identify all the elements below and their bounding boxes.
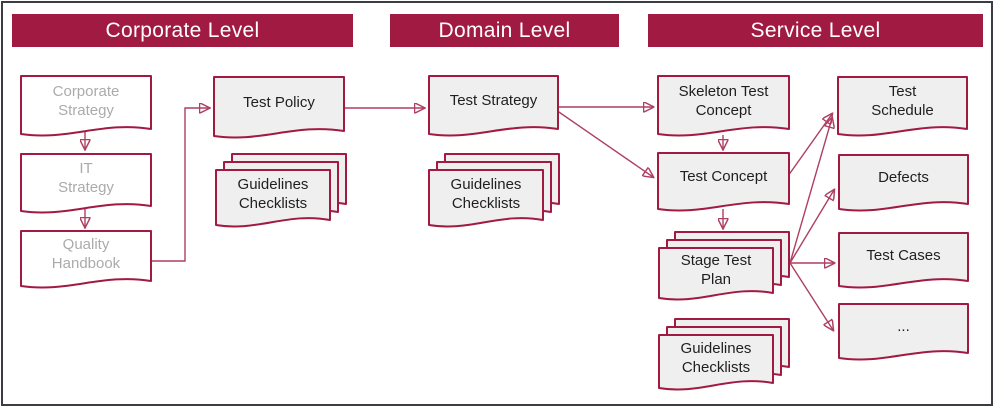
doc-quality-handbook: Quality Handbook bbox=[20, 230, 152, 290]
document-stack-shape bbox=[658, 318, 790, 391]
label-line: Handbook bbox=[51, 255, 121, 272]
doc-stack-guidelines-domain: Guidelines Checklists bbox=[428, 153, 560, 229]
header-domain-level-label: Domain Level bbox=[438, 18, 571, 42]
label-line: Checklists bbox=[238, 195, 308, 212]
connector-quality-handbook-to-test-policy bbox=[149, 108, 209, 262]
label-line: Quality bbox=[62, 236, 110, 253]
label-line: Test Cases bbox=[866, 246, 941, 264]
doc-stack-guidelines-service: Guidelines Checklists bbox=[658, 318, 790, 392]
doc-corporate-strategy-label: Corporate Strategy bbox=[20, 75, 152, 126]
doc-guidelines-service-label: Guidelines Checklists bbox=[658, 334, 774, 382]
doc-stack-guidelines-corporate: Guidelines Checklists bbox=[215, 153, 347, 229]
document-shape bbox=[838, 154, 969, 212]
doc-corporate-strategy: Corporate Strategy bbox=[20, 75, 152, 138]
label-line: ... bbox=[897, 318, 910, 335]
connector-stage-test-plan-to-ellipsis bbox=[789, 262, 833, 330]
label-line: Guidelines bbox=[237, 176, 309, 193]
doc-ellipsis: ... bbox=[838, 303, 969, 362]
doc-skeleton-test-concept: Skeleton Test Concept bbox=[657, 75, 790, 138]
document-stack-shape bbox=[215, 153, 347, 228]
label-line: IT bbox=[79, 160, 93, 177]
doc-test-strategy: Test Strategy bbox=[428, 75, 559, 138]
doc-skeleton-test-concept-label: Skeleton Test Concept bbox=[657, 75, 790, 126]
label-line: Test Concept bbox=[679, 168, 768, 185]
doc-test-cases: Test Cases bbox=[838, 232, 969, 290]
doc-it-strategy-label: IT Strategy bbox=[20, 153, 152, 203]
label-line: Test bbox=[888, 83, 917, 100]
doc-test-cases-label: Test Cases bbox=[838, 232, 969, 278]
header-service-level: Service Level bbox=[648, 14, 983, 47]
doc-it-strategy: IT Strategy bbox=[20, 153, 152, 215]
doc-stack-stage-test-plan: Stage Test Plan bbox=[658, 231, 790, 302]
label-line: Guidelines bbox=[680, 340, 752, 357]
document-shape bbox=[20, 230, 152, 289]
document-shape bbox=[657, 75, 790, 137]
label-line: Checklists bbox=[451, 195, 521, 212]
doc-test-strategy-label: Test Strategy bbox=[428, 75, 559, 126]
document-shape bbox=[20, 75, 152, 137]
doc-defects: Defects bbox=[838, 154, 969, 213]
header-domain-level: Domain Level bbox=[390, 14, 619, 47]
header-service-level-label: Service Level bbox=[750, 18, 881, 42]
doc-test-concept-label: Test Concept bbox=[657, 152, 790, 201]
document-shape bbox=[213, 76, 345, 139]
connector-stage-test-plan-to-defects bbox=[789, 190, 834, 264]
label-line: Test Strategy bbox=[449, 92, 538, 109]
document-shape bbox=[657, 152, 790, 212]
label-line: Test Policy bbox=[243, 93, 315, 111]
label-line: Strategy bbox=[58, 179, 114, 196]
doc-stage-test-plan-label: Stage Test Plan bbox=[658, 247, 774, 292]
connector-test-strategy-to-test-concept bbox=[555, 109, 653, 177]
connector-test-concept-to-test-schedule bbox=[787, 114, 832, 177]
label-line: Schedule bbox=[871, 102, 934, 119]
header-corporate-level: Corporate Level bbox=[12, 14, 353, 47]
label-line: Guidelines bbox=[450, 176, 522, 193]
document-shape bbox=[20, 153, 152, 214]
document-stack-shape bbox=[428, 153, 560, 228]
document-shape bbox=[428, 75, 559, 137]
header-corporate-level-label: Corporate Level bbox=[105, 18, 260, 42]
label-line: Stage Test bbox=[680, 251, 752, 269]
document-shape bbox=[838, 232, 969, 289]
doc-quality-handbook-label: Quality Handbook bbox=[20, 230, 152, 278]
document-shape bbox=[837, 76, 968, 137]
doc-guidelines-domain-label: Guidelines Checklists bbox=[428, 169, 544, 219]
connector-stage-test-plan-to-test-schedule bbox=[789, 118, 832, 264]
label-line: Defects bbox=[878, 169, 929, 186]
document-shape bbox=[838, 303, 969, 361]
doc-test-schedule-label: Test Schedule bbox=[837, 76, 968, 126]
label-line: Concept bbox=[695, 101, 752, 119]
doc-ellipsis-label: ... bbox=[838, 303, 969, 350]
label-line: Checklists bbox=[681, 359, 751, 376]
doc-test-schedule: Test Schedule bbox=[837, 76, 968, 138]
doc-test-policy-label: Test Policy bbox=[213, 76, 345, 128]
label-line: Strategy bbox=[58, 101, 114, 119]
label-line: Corporate bbox=[52, 82, 120, 100]
doc-defects-label: Defects bbox=[838, 154, 969, 201]
label-line: Skeleton Test bbox=[678, 82, 769, 100]
document-stack-shape bbox=[658, 231, 790, 301]
label-line: Plan bbox=[700, 270, 732, 288]
doc-test-concept: Test Concept bbox=[657, 152, 790, 213]
doc-test-policy: Test Policy bbox=[213, 76, 345, 140]
doc-guidelines-corporate-label: Guidelines Checklists bbox=[215, 169, 331, 219]
